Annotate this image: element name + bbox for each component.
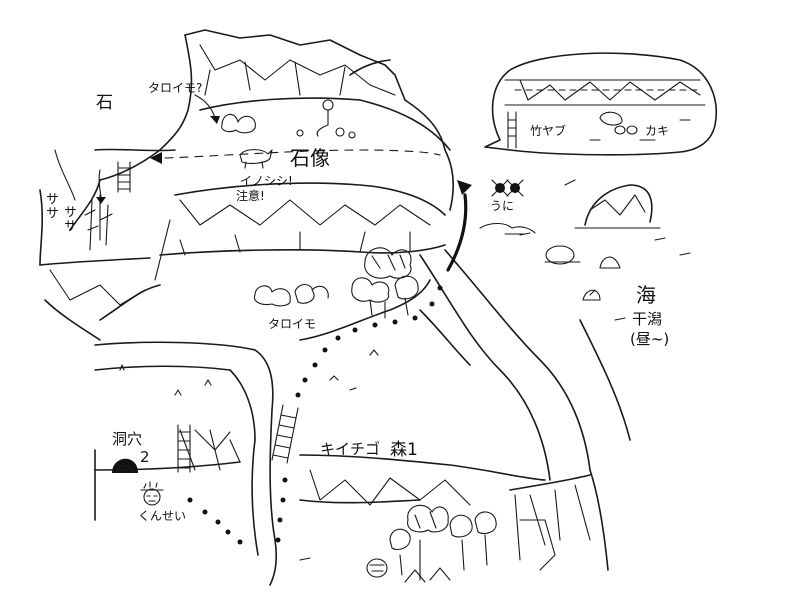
label-sasa: ササ <box>43 192 58 220</box>
grass-marks <box>119 179 691 561</box>
sea-rock <box>574 184 661 229</box>
bamboo-left <box>84 169 113 251</box>
label-cave: 洞穴 <box>112 430 143 448</box>
label-taroimo: タロイモ <box>268 317 317 331</box>
middle-cliff <box>39 182 446 341</box>
cave-ladder <box>177 424 191 473</box>
central-ladder <box>271 404 299 464</box>
label-boar-warning-1: イノシシ! <box>240 174 293 188</box>
sea-stones <box>544 245 621 301</box>
route-dots <box>187 285 443 545</box>
arrow-left-icon <box>150 152 162 164</box>
label-statue: 石像 <box>290 146 330 170</box>
forest-plateau <box>299 279 546 506</box>
label-tideflat-1: 干潟 <box>632 310 663 328</box>
label-taroimo-question: タロイモ? <box>148 81 203 95</box>
label-sea-urchin: うに <box>490 199 515 213</box>
label-forest: 森1 <box>390 440 418 460</box>
river <box>349 59 591 481</box>
label-sea: 海 <box>636 283 656 307</box>
tree-cluster-bottom <box>366 504 497 583</box>
lower-right-cliffs <box>509 319 631 571</box>
label-cave-number: 2 <box>140 448 150 466</box>
path-arrow <box>446 180 472 272</box>
upper-cliff <box>94 29 455 211</box>
arrow-down-right-icon <box>210 116 220 124</box>
upper-trail <box>150 149 441 164</box>
boar-icon <box>239 149 273 169</box>
label-tideflat-2: (昼~) <box>630 330 670 348</box>
upper-ladder <box>117 161 131 193</box>
tree-cluster-center <box>253 247 419 319</box>
lower-left-plateau <box>94 341 277 586</box>
label-boar-warning-2: 注意! <box>236 189 265 203</box>
left-slope <box>54 149 101 231</box>
arrow-up-icon <box>457 180 472 195</box>
label-strawberry: キイチゴ <box>320 440 381 458</box>
arrow-down-icon <box>96 197 106 204</box>
upper-rocks <box>221 99 356 139</box>
person-icon <box>140 481 164 506</box>
taroimo-arrow <box>194 94 220 124</box>
label-bamboo-inset: 竹ヤブ <box>530 124 567 138</box>
label-training: くんせい <box>138 509 187 523</box>
sea-urchin-icon <box>491 179 524 197</box>
cave-entrance <box>112 458 138 473</box>
label-oyster: カキ <box>645 124 670 138</box>
inset-bubble <box>484 52 717 156</box>
label-stone: 石 <box>96 93 113 113</box>
label-bamboo: ササ <box>61 205 76 233</box>
